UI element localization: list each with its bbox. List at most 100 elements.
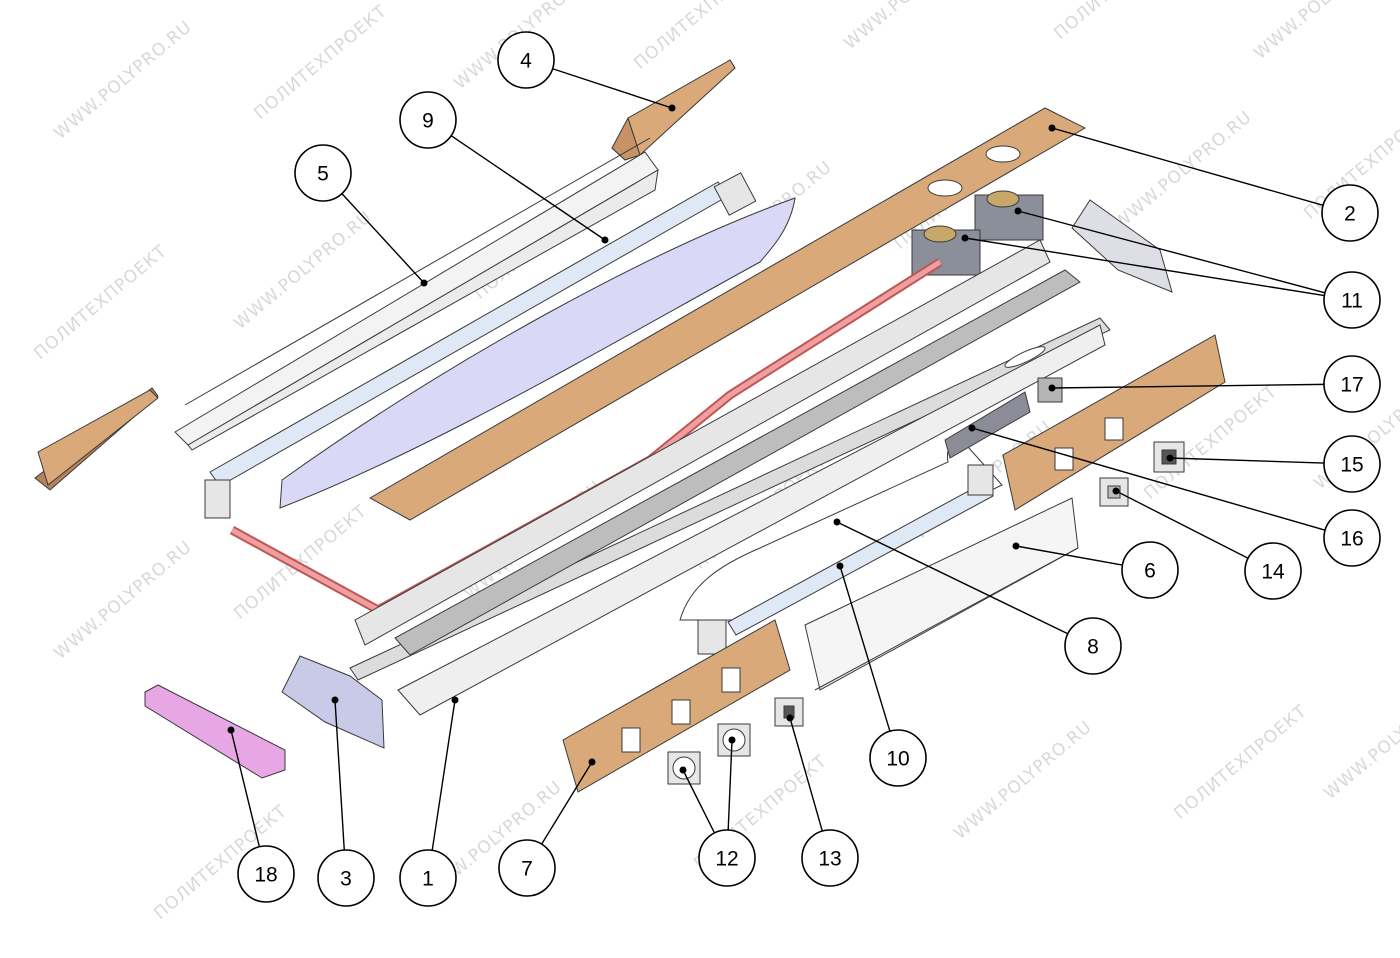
leader-line-6: [1015, 545, 1123, 566]
callout-circle-9: [399, 91, 457, 149]
callout-circle-4: [497, 31, 555, 89]
callout-17: 17: [1323, 355, 1381, 413]
leader-line-3: [334, 699, 345, 851]
callout-label-2: 2: [1344, 203, 1356, 226]
leader-line-5: [341, 193, 425, 284]
leader-dot-8: [833, 518, 841, 526]
leader-dot-4: [668, 104, 676, 112]
leader-lines: [227, 68, 1326, 851]
callout-9: 9: [399, 91, 457, 149]
part-10-lamp: [697, 464, 994, 655]
leader-dot-7: [588, 758, 596, 766]
callout-circle-2: [1321, 184, 1379, 242]
leader-dot-2: [1048, 124, 1056, 132]
leader-dot-6: [1012, 542, 1020, 550]
leader-dot-3: [331, 696, 339, 704]
leader-line-1: [431, 699, 456, 851]
leader-line-17: [1051, 383, 1325, 389]
part-18-profile: [144, 684, 286, 779]
part-16-ballast: [944, 391, 1031, 459]
callout-label-6: 6: [1144, 560, 1156, 583]
part-14-switch: [1099, 477, 1129, 507]
callout-label-5: 5: [317, 163, 329, 186]
watermark-text: WWW.POLYPRO.RU: [1320, 677, 1400, 804]
callout-label-10: 10: [886, 748, 909, 771]
watermark-text: WWW.POLYPRO.RU: [950, 717, 1096, 844]
leader-line-18: [230, 729, 261, 847]
callout-6: 6: [1121, 541, 1179, 599]
watermark-text: WWW.POLYPRO.RU: [50, 17, 196, 144]
callout-4: 4: [497, 31, 555, 89]
leader-line-4: [552, 68, 673, 109]
callout-18: 18: [237, 845, 295, 903]
callout-11: 11: [1323, 271, 1381, 329]
part-7-front-panel: [562, 619, 791, 793]
callout-circle-16: [1323, 509, 1381, 567]
leader-line-9: [450, 135, 606, 241]
callout-label-16: 16: [1340, 528, 1363, 551]
leader-line-10: [839, 565, 891, 732]
callout-1: 1: [399, 849, 457, 907]
leader-line-11: [1017, 210, 1326, 294]
callout-circle-5: [294, 144, 352, 202]
leader-dot-18: [227, 726, 235, 734]
leader-dot-13: [786, 714, 794, 722]
watermark-text: ПОЛИТЕХПРОЕКТ: [30, 241, 171, 364]
callout-label-1: 1: [422, 868, 434, 891]
watermark-text: WWW.POLYPRO.RU: [230, 207, 376, 334]
callout-label-15: 15: [1340, 454, 1363, 477]
callout-label-3: 3: [340, 868, 352, 891]
part-end-plate-left: [34, 387, 159, 491]
callout-label-12: 12: [715, 848, 738, 871]
callout-circle-8: [1064, 617, 1122, 675]
leader-dot-5: [420, 279, 428, 287]
leader-dot-16: [968, 424, 976, 432]
callout-label-17: 17: [1340, 374, 1363, 397]
callout-circle-7: [498, 839, 556, 897]
part-13-switch: [774, 697, 804, 727]
watermark-text: WWW.POLYPRO.RU: [1250, 0, 1396, 64]
callout-circle-3: [317, 849, 375, 907]
callout-label-4: 4: [520, 50, 532, 73]
callout-label-14: 14: [1261, 561, 1285, 584]
leader-line-15: [1169, 457, 1325, 464]
callout-label-13: 13: [818, 848, 841, 871]
callout-circle-17: [1323, 355, 1381, 413]
callout-label-9: 9: [422, 110, 434, 133]
leader-line-16: [971, 427, 1326, 531]
callout-13: 13: [801, 829, 859, 887]
leader-dot-15: [1166, 454, 1174, 462]
leader-dot-1: [451, 696, 459, 704]
callout-circle-10: [869, 729, 927, 787]
callout-circle-15: [1323, 435, 1381, 493]
callout-circle-13: [801, 829, 859, 887]
callout-label-18: 18: [254, 864, 277, 887]
callout-8: 8: [1064, 617, 1122, 675]
leader-dot-12: [728, 736, 736, 744]
watermark-text: ПОЛИТЕХПРОЕКТ: [1050, 0, 1191, 44]
part-11-thermostats: [911, 190, 1044, 276]
part-6-diffuser: [804, 497, 1079, 691]
leader-line-12: [682, 769, 716, 834]
part-9-lamp: [204, 172, 757, 519]
part-5-diffuser: [174, 137, 659, 451]
watermark-text: WWW.POLYPRO.RU: [1110, 107, 1256, 234]
callout-label-11: 11: [1341, 290, 1363, 313]
leader-line-2: [1051, 127, 1324, 206]
callout-5: 5: [294, 144, 352, 202]
callout-circle-6: [1121, 541, 1179, 599]
callout-14: 14: [1244, 542, 1302, 600]
watermark-text: ПОЛИТЕХПРОЕКТ: [230, 501, 371, 624]
callout-15: 15: [1323, 435, 1381, 493]
callout-circle-12: [698, 829, 756, 887]
leader-line-11: [964, 237, 1325, 297]
leader-dot-11: [1014, 207, 1022, 215]
leader-line-14: [1115, 490, 1249, 559]
callout-2: 2: [1321, 184, 1379, 242]
leader-dot-14: [1112, 487, 1120, 495]
callout-label-7: 7: [521, 858, 533, 881]
leader-dot-10: [836, 562, 844, 570]
